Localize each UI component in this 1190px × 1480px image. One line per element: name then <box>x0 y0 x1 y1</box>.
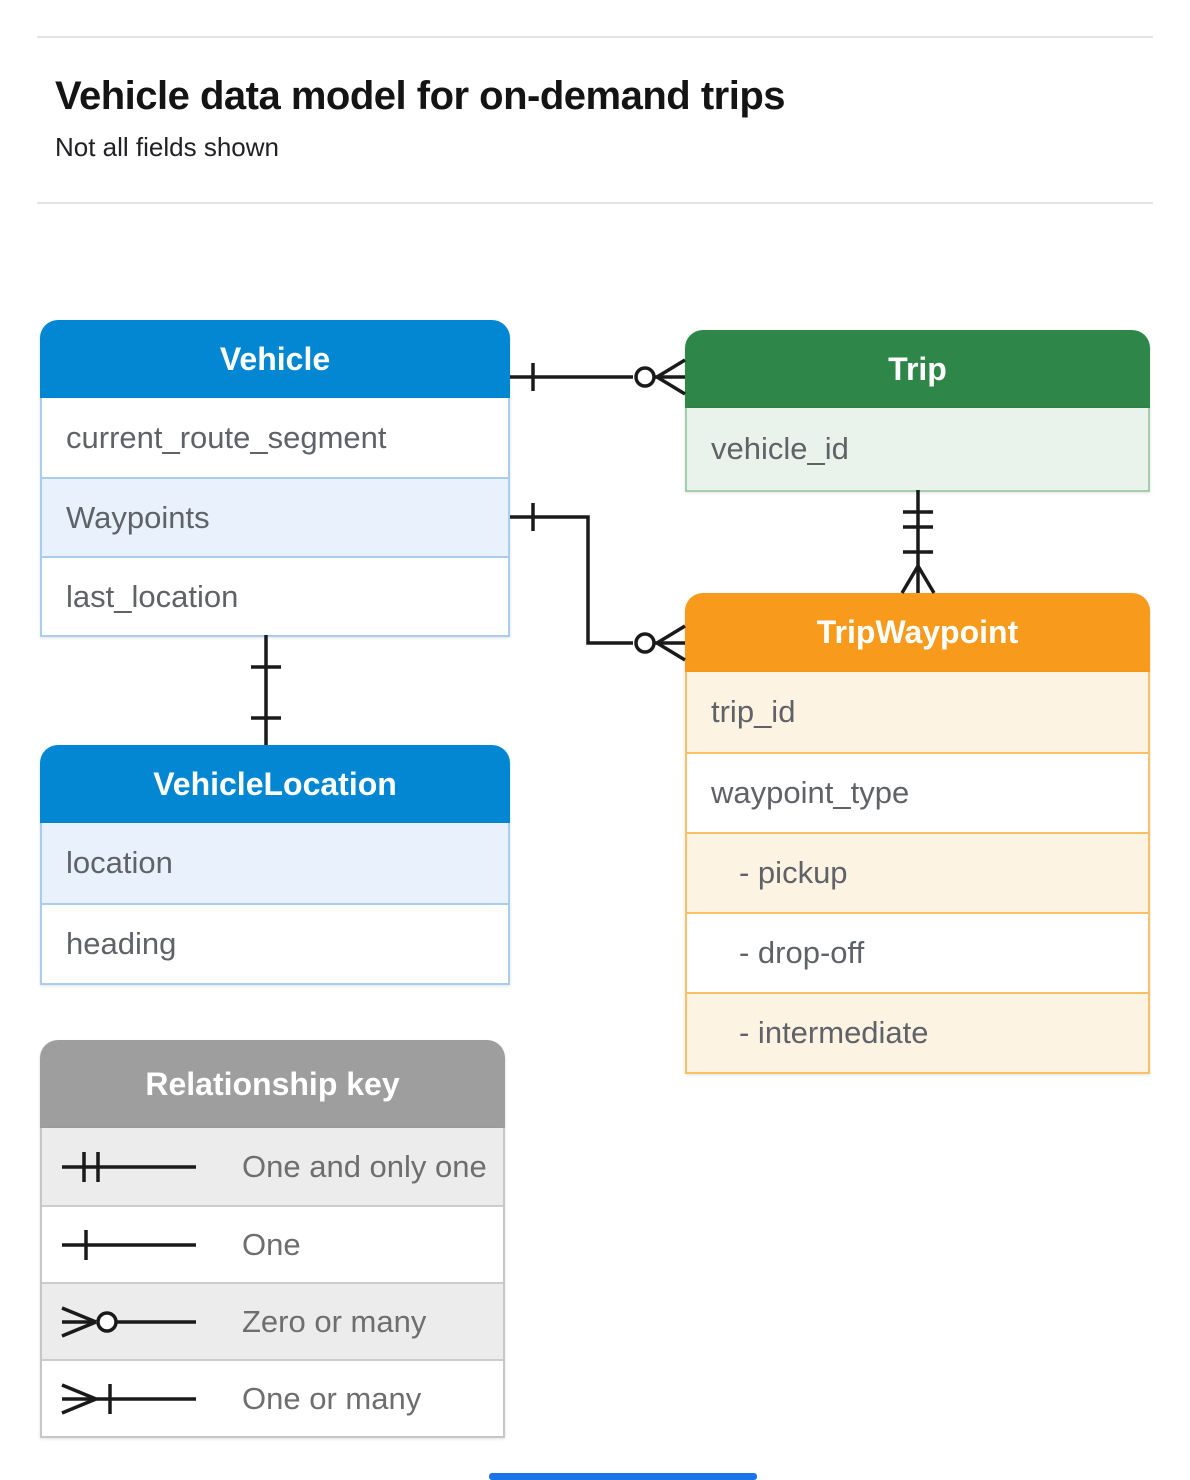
zero-or-many-icon <box>61 1305 196 1338</box>
vehicle-entity-table: Vehicle current_route_segment Waypoints … <box>40 320 510 637</box>
legend-row: One and only one <box>42 1128 503 1205</box>
relationship-key-rows: One and only one One Zero or many <box>40 1128 505 1438</box>
tripwaypoint-entity-table: TripWaypoint trip_id waypoint_type - pic… <box>685 593 1150 1074</box>
table-row: - pickup <box>687 832 1148 912</box>
legend-label: One <box>242 1226 301 1262</box>
vehiclelocation-entity-table: VehicleLocation location heading <box>40 745 510 985</box>
page-subtitle: Not all fields shown <box>55 132 279 162</box>
header-divider <box>37 202 1153 204</box>
legend-label: One and only one <box>242 1148 487 1184</box>
legend-row: One <box>42 1205 503 1282</box>
vehicle-trip-connector <box>510 358 686 396</box>
table-row: Waypoints <box>42 477 508 556</box>
trip-entity-table: Trip vehicle_id <box>685 330 1150 492</box>
tripwaypoint-table-rows: trip_id waypoint_type - pickup - drop-of… <box>685 672 1150 1074</box>
legend-row: One or many <box>42 1359 503 1436</box>
table-row: - drop-off <box>687 912 1148 992</box>
vehicle-table-rows: current_route_segment Waypoints last_loc… <box>40 398 510 637</box>
table-row: last_location <box>42 556 508 635</box>
trip-tripwaypoint-connector <box>900 490 936 594</box>
page-title: Vehicle data model for on-demand trips <box>55 74 786 118</box>
top-divider <box>37 36 1153 38</box>
one-or-many-icon <box>61 1382 196 1415</box>
bottom-accent-bar <box>489 1473 757 1480</box>
table-row: location <box>42 823 508 903</box>
tripwaypoint-table-header: TripWaypoint <box>685 593 1150 672</box>
legend-label: One or many <box>242 1380 422 1416</box>
waypoints-tripwaypoint-connector <box>510 503 686 662</box>
legend-row: Zero or many <box>42 1282 503 1359</box>
vehicle-vehiclelocation-connector <box>251 635 281 745</box>
table-row: vehicle_id <box>687 408 1148 490</box>
table-row: trip_id <box>687 672 1148 752</box>
relationship-key-header: Relationship key <box>40 1040 505 1128</box>
legend-label: Zero or many <box>242 1303 427 1339</box>
trip-table-header: Trip <box>685 330 1150 408</box>
one-icon <box>62 1229 196 1260</box>
table-row: waypoint_type <box>687 752 1148 832</box>
vehicle-table-header: Vehicle <box>40 320 510 398</box>
vehiclelocation-table-header: VehicleLocation <box>40 745 510 823</box>
vehiclelocation-table-rows: location heading <box>40 823 510 985</box>
one-and-only-one-icon <box>62 1151 196 1182</box>
table-row: current_route_segment <box>66 419 387 455</box>
table-row: - intermediate <box>687 992 1148 1072</box>
trip-table-rows: vehicle_id <box>685 408 1150 492</box>
table-row: heading <box>42 903 508 983</box>
relationship-key-table: Relationship key One and only one One <box>40 1040 505 1438</box>
